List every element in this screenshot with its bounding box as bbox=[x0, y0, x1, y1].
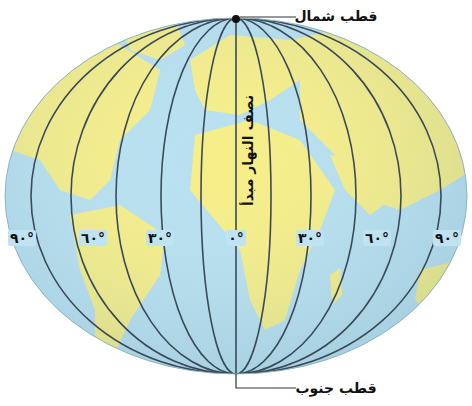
degree-label: ٠° bbox=[226, 230, 246, 247]
degree-label: ٣٠° bbox=[146, 230, 174, 247]
degree-label: ٦٠° bbox=[79, 230, 107, 247]
degree-label: ٩٠° bbox=[8, 230, 36, 247]
pole-label: قطب شمال bbox=[294, 8, 377, 25]
degree-label: ٦٠° bbox=[363, 230, 391, 247]
degree-label: ٩٠° bbox=[433, 230, 461, 247]
degree-label: ٣٠° bbox=[296, 230, 324, 247]
meridian-label: نصف النهار مبدأ bbox=[241, 94, 258, 205]
pole-label: قطب جنوب bbox=[295, 380, 376, 397]
